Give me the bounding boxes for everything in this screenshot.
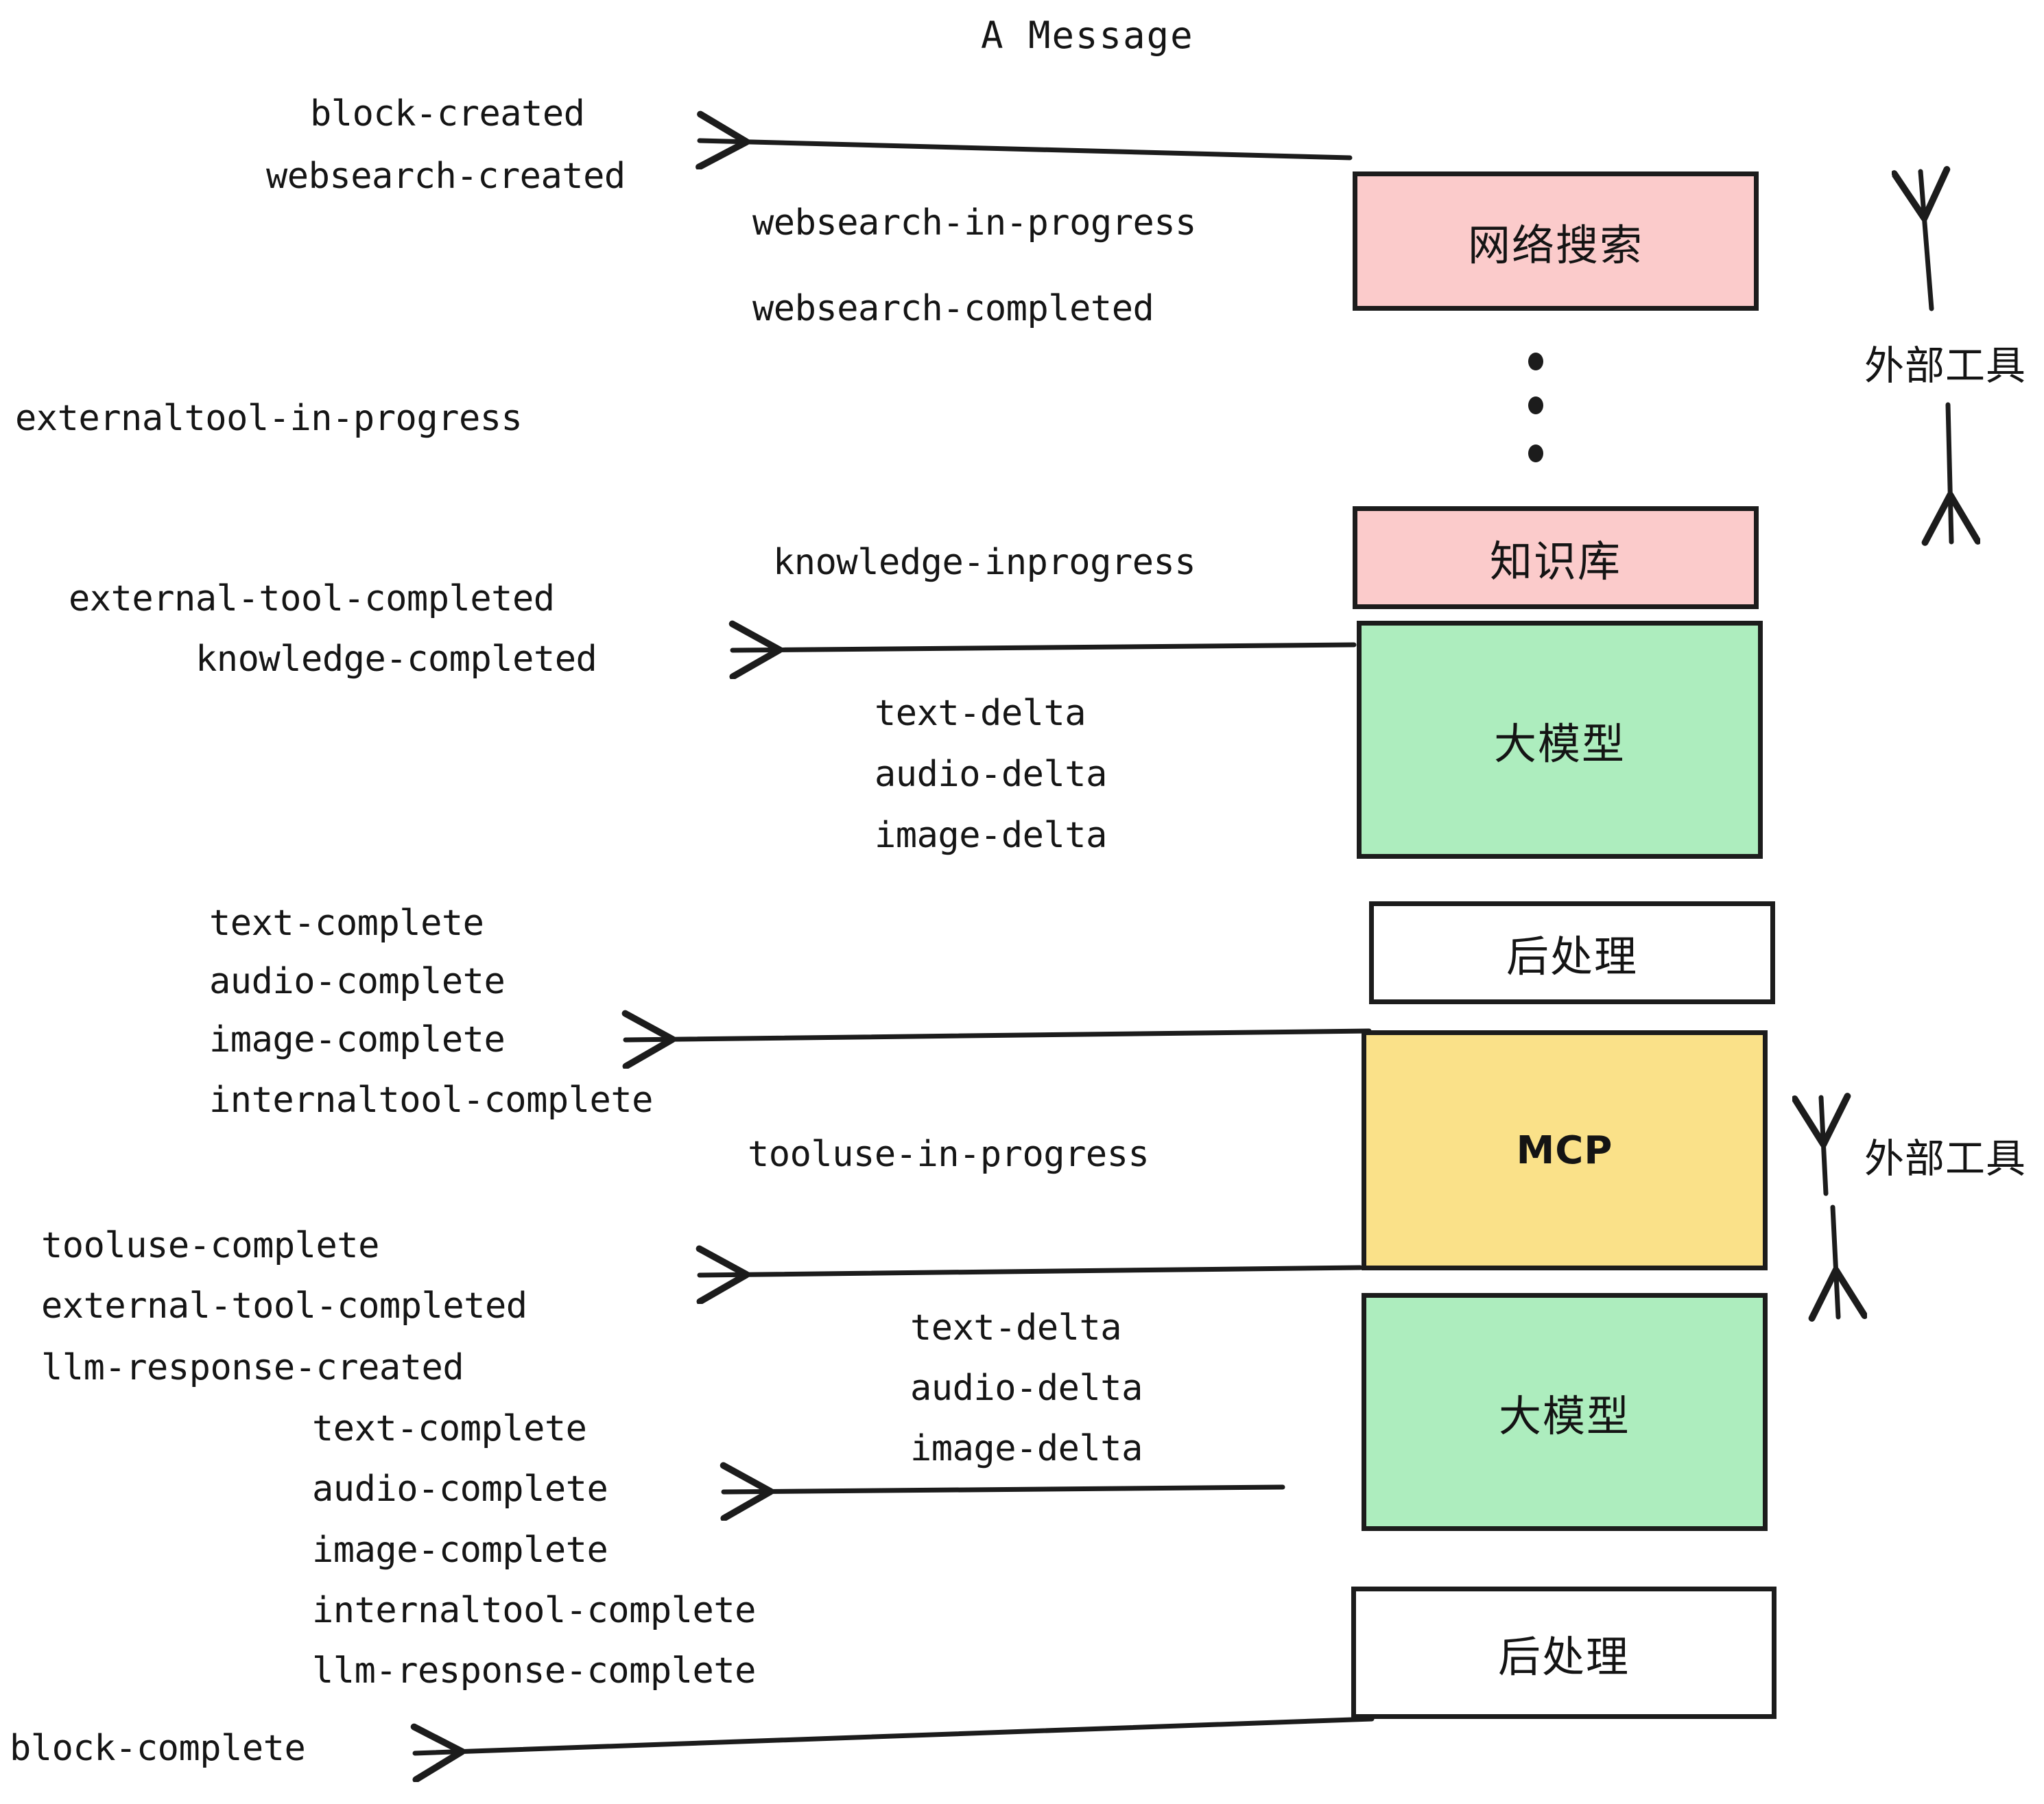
page-title: A Message (981, 14, 1194, 57)
side-label-external-tools-top: 外部工具 (1864, 342, 2027, 389)
event-label-llm-response-complete: llm-response-complete (312, 1650, 756, 1692)
process-box-knowledge[interactable]: 知识库 (1353, 506, 1759, 609)
event-label-text-delta-1: text-delta (875, 693, 1086, 734)
event-label-websearch-completed: websearch-completed (752, 288, 1154, 329)
process-box-websearch[interactable]: 网络搜索 (1353, 171, 1759, 311)
event-label-block-complete: block-complete (10, 1728, 306, 1769)
side-label-external-tools-bottom: 外部工具 (1864, 1135, 2027, 1182)
arrow-knowledge-to-completed (733, 645, 1357, 650)
event-label-text-complete-2: text-complete (312, 1408, 587, 1449)
process-box-mcp[interactable]: MCP (1362, 1030, 1768, 1270)
event-label-llm-response-created: llm-response-created (41, 1347, 464, 1388)
arrow-mcp-to-tooluse-complete (700, 1268, 1363, 1275)
event-label-audio-delta-2: audio-delta (910, 1368, 1143, 1409)
process-box-postprocess-top[interactable]: 后处理 (1369, 901, 1775, 1004)
process-box-label: 知识库 (1489, 536, 1621, 586)
event-label-external-tool-completed-2: external-tool-completed (41, 1285, 527, 1327)
process-box-llm-top[interactable]: 大模型 (1357, 621, 1763, 859)
process-box-label: 大模型 (1493, 718, 1626, 769)
event-label-tooluse-complete: tooluse-complete (41, 1225, 379, 1266)
event-label-websearch-created: websearch-created (266, 156, 626, 197)
arrow-postprocess-to-block-complete (415, 1716, 1375, 1753)
event-label-audio-complete-1: audio-complete (209, 961, 506, 1002)
process-box-label: 大模型 (1498, 1390, 1630, 1441)
event-label-tooluse-in-progress: tooluse-in-progress (748, 1134, 1150, 1175)
arrow-llm-to-audio-complete (724, 1487, 1285, 1492)
event-label-image-complete-1: image-complete (209, 1019, 506, 1060)
event-label-internaltool-complete-2: internaltool-complete (312, 1590, 756, 1631)
event-label-text-complete-1: text-complete (209, 903, 484, 944)
ellipsis-dot (1528, 353, 1543, 370)
event-label-block-created: block-created (310, 93, 585, 134)
ellipsis-dot (1528, 396, 1543, 414)
ellipsis-dot (1528, 444, 1543, 462)
event-label-internaltool-complete-1: internaltool-complete (209, 1080, 653, 1121)
event-label-websearch-in-progress: websearch-in-progress (752, 202, 1196, 244)
bracket-external-tools-bottom (1821, 1097, 1838, 1317)
event-label-image-delta-2: image-delta (910, 1428, 1143, 1469)
process-box-label: MCP (1516, 1128, 1613, 1173)
arrow-postprocess-to-image-complete (626, 1031, 1372, 1040)
event-label-image-complete-2: image-complete (312, 1530, 608, 1571)
event-label-image-delta-1: image-delta (875, 815, 1107, 856)
process-box-llm-bottom[interactable]: 大模型 (1362, 1293, 1768, 1531)
process-box-postprocess-bottom[interactable]: 后处理 (1351, 1587, 1776, 1719)
event-label-text-delta-2: text-delta (910, 1307, 1122, 1349)
event-label-external-tool-completed-1: external-tool-completed (69, 578, 555, 619)
arrow-websearch-to-created (700, 141, 1353, 158)
process-box-label: 后处理 (1497, 1631, 1630, 1682)
event-label-knowledge-completed: knowledge-completed (195, 639, 597, 680)
event-label-knowledge-inprogress: knowledge-inprogress (773, 542, 1196, 583)
event-label-externaltool-in-progress: externaltool-in-progress (15, 398, 523, 439)
process-box-label: 后处理 (1506, 931, 1638, 982)
event-label-audio-complete-2: audio-complete (312, 1469, 608, 1510)
process-box-label: 网络搜索 (1467, 219, 1643, 270)
event-label-audio-delta-1: audio-delta (875, 754, 1107, 795)
